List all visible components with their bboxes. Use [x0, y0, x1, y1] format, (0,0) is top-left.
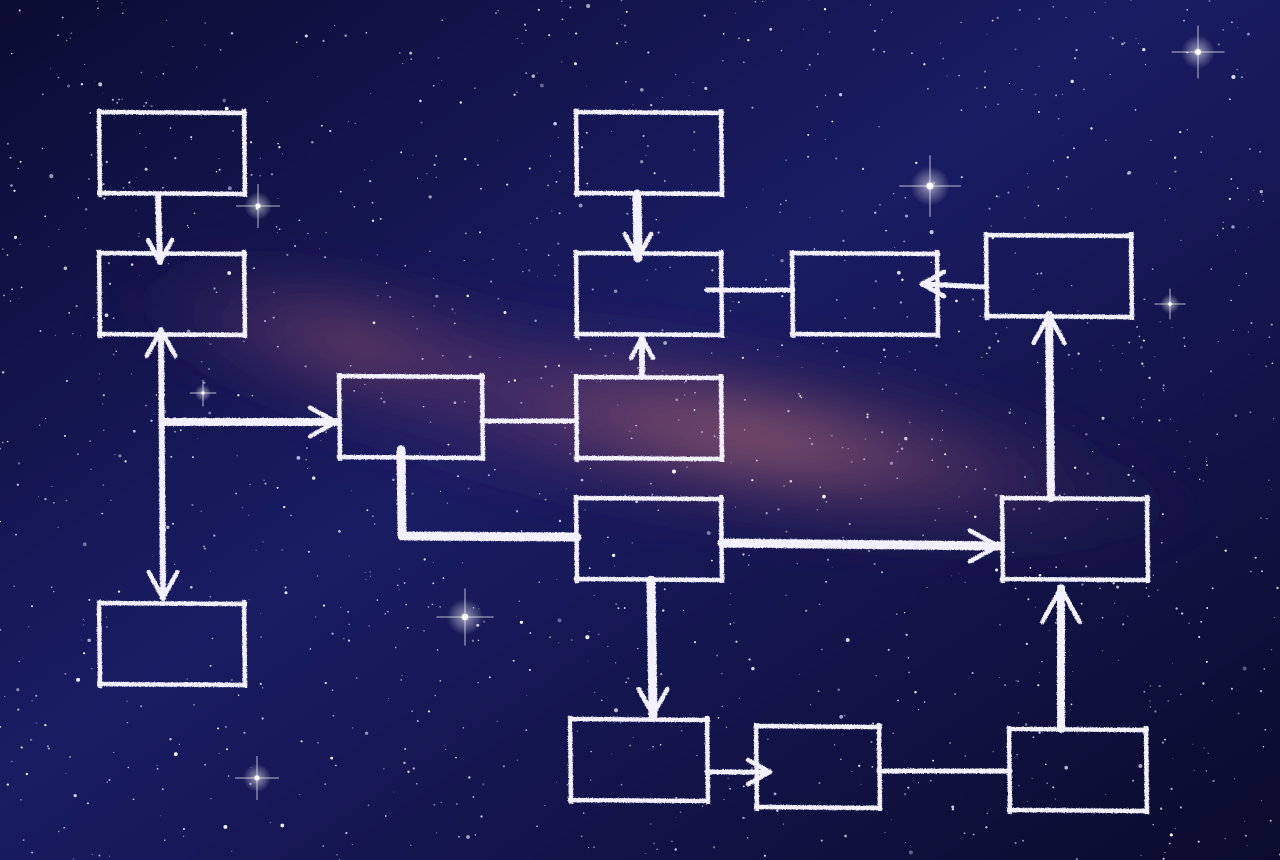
flowchart-box-13 [753, 722, 883, 812]
connector-n2-to-n3 [144, 327, 180, 601]
flowchart-box-10 [573, 494, 725, 584]
flowchart-box-11 [999, 494, 1151, 584]
bright-star [189, 379, 217, 407]
flowchart-box-14 [1006, 725, 1150, 815]
bright-star [899, 155, 961, 217]
connector-n1-to-n2 [145, 193, 175, 265]
flowchart-box-7 [573, 249, 725, 339]
connector-n5-to-n7 [622, 189, 654, 263]
connector-n12-to-n13 [704, 757, 773, 787]
connector-n11-to-n9 [1031, 311, 1067, 502]
bright-stars [189, 25, 1225, 800]
connector-n2-to-n4 [159, 405, 340, 439]
connector-n6-to-n7 [628, 335, 656, 380]
flowchart-box-6 [573, 373, 725, 463]
flowchart-box-8 [789, 249, 941, 339]
bright-star [1171, 25, 1225, 79]
flowchart-box-4 [336, 372, 486, 462]
flowchart-boxes [96, 108, 1151, 815]
connector-n9-to-n8 [919, 269, 990, 299]
flowchart-box-5 [573, 108, 725, 198]
connectors [144, 189, 1082, 787]
bright-star [1154, 288, 1186, 320]
bright-star [235, 756, 279, 800]
bright-star [236, 184, 280, 228]
milky-way-band [95, 260, 1252, 565]
flowchart-box-9 [983, 231, 1135, 321]
connector-n10-to-n12 [636, 575, 670, 720]
bright-star [436, 588, 494, 646]
flowchart-box-2 [96, 249, 248, 339]
connector-n10-to-n11 [717, 528, 1003, 564]
connector-n4-to-n10 [396, 445, 582, 542]
flowchart-box-12 [567, 715, 711, 805]
flowchart-box-1 [96, 108, 248, 198]
connector-n14-to-n11 [1040, 584, 1082, 733]
flowchart-box-3 [96, 599, 248, 689]
